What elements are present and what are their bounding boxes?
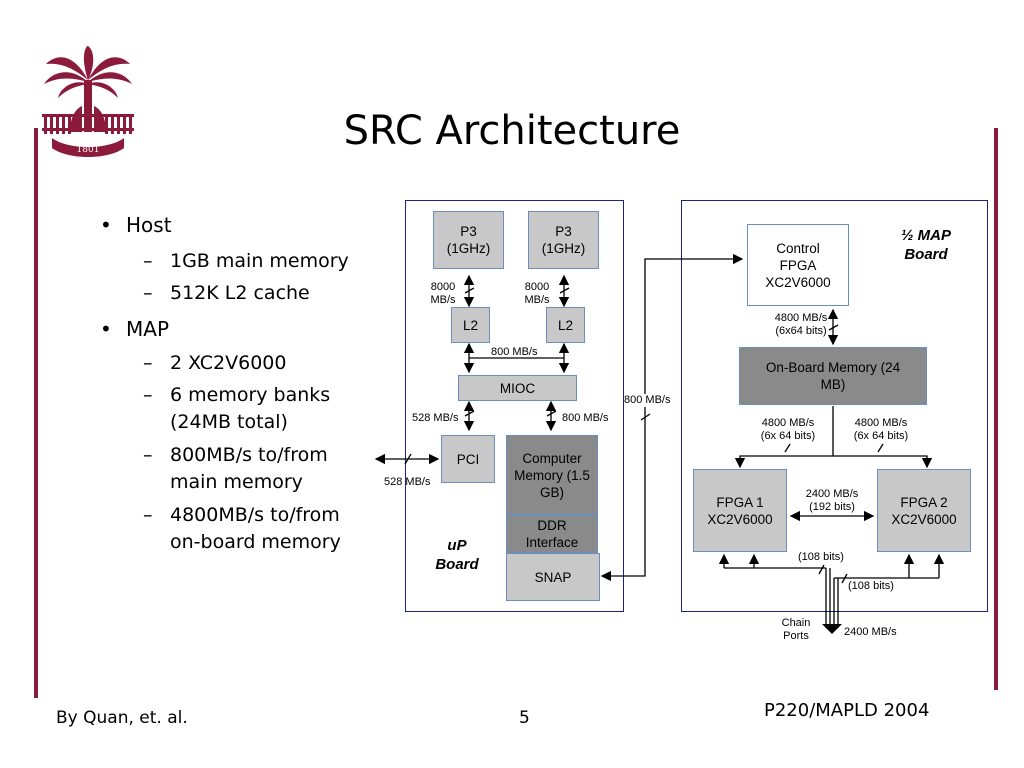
slide-title: SRC Architecture	[343, 108, 681, 154]
bullet-map: • MAP	[100, 317, 169, 341]
left-accent-bar	[34, 128, 38, 698]
footer-conference: P220/MAPLD 2004	[764, 700, 930, 721]
chain-ports-label: Chain Ports	[781, 617, 811, 642]
sub-bullet: – 1GB main memory	[143, 250, 349, 272]
bw-snap-control-label: 800 MB/s	[624, 394, 671, 407]
sub-bullet: – 6 memory banks (24MB total)	[143, 384, 331, 433]
bullet-marker: •	[100, 213, 112, 237]
snap-block: SNAP	[506, 553, 600, 601]
sub-bullet: – 2 XC2V6000	[143, 352, 287, 374]
l2-right-block: L2	[546, 307, 585, 343]
bw-fpga-fpga-label: 2400 MB/s (192 bits)	[805, 488, 859, 513]
sub-bullet: – 4800MB/s to/from on-board memory	[143, 504, 341, 553]
bw-pci-ext-label: 528 MB/s	[384, 476, 431, 488]
right-accent-bar	[994, 128, 998, 690]
svg-text:1801: 1801	[77, 145, 100, 155]
p3-right-block: P3 (1GHz)	[528, 211, 599, 269]
sub-bullet: – 512K L2 cache	[143, 282, 310, 304]
bw-ctrl-mem-label: 4800 MB/s (6x64 bits)	[774, 312, 828, 337]
bw-mioc-pci-label: 528 MB/s	[412, 412, 459, 424]
bits-bottom-1-label: (108 bits)	[798, 551, 844, 564]
palmetto-tree-logo-icon: 1801	[38, 44, 138, 160]
mioc-block: MIOC	[458, 375, 577, 401]
bw-mem-fpga1-label: 4800 MB/s (6x 64 bits)	[760, 417, 816, 442]
bw-p3-l2-right-label: 8000 MB/s	[524, 281, 550, 306]
onboard-memory-block: On-Board Memory (24 MB)	[739, 347, 927, 405]
bullet-marker: •	[100, 317, 112, 341]
sub-bullet: – 800MB/s to/from main memory	[143, 444, 328, 493]
pci-block: PCI	[441, 435, 495, 483]
footer-page-number: 5	[519, 708, 530, 728]
ddr-interface-block: DDR Interface	[506, 515, 598, 553]
control-fpga-block: Control FPGA XC2V6000	[747, 224, 849, 306]
bw-mioc-mem-label: 800 MB/s	[562, 412, 609, 424]
fpga2-block: FPGA 2 XC2V6000	[877, 469, 971, 552]
map-board-label: ½ MAP Board	[900, 227, 951, 263]
bw-l2-mioc-label: 800 MB/s	[491, 346, 538, 358]
bw-p3-l2-left-label: 8000 MB/s	[430, 281, 456, 306]
fpga1-block: FPGA 1 XC2V6000	[693, 469, 787, 552]
l2-left-block: L2	[451, 307, 490, 343]
bw-chain-label: 2400 MB/s	[844, 626, 897, 638]
bits-bottom-2-label: (108 bits)	[848, 580, 894, 593]
computer-memory-block: Computer Memory (1.5 GB)	[506, 435, 598, 515]
bw-mem-fpga2-label: 4800 MB/s (6x 64 bits)	[853, 417, 909, 442]
footer-author: By Quan, et. al.	[56, 708, 188, 728]
p3-left-block: P3 (1GHz)	[433, 211, 504, 269]
bullet-host: • Host	[100, 213, 172, 237]
up-board-label: uP Board	[435, 537, 479, 573]
